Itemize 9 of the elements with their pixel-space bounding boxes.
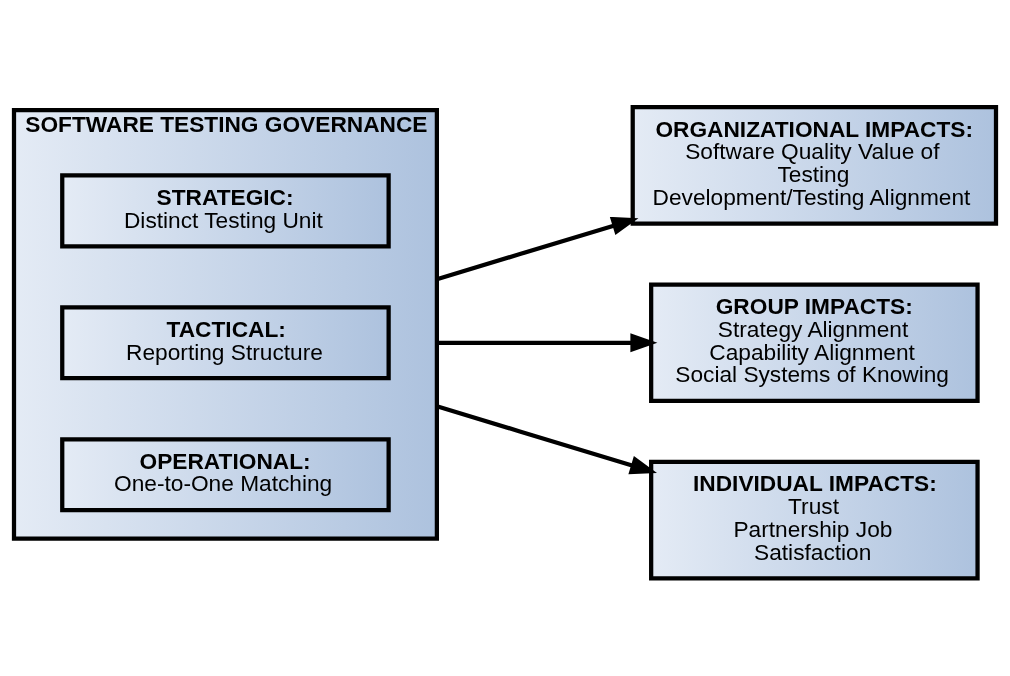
arrow <box>436 332 658 352</box>
node-box: ORGANIZATIONAL IMPACTS: Software Quality Value of Testing Development/Testing Alignment <box>630 104 999 226</box>
node-box: STRATEGIC: Distinct Testing Unit <box>60 172 391 248</box>
node-box: INDIVIDUAL IMPACTS: Trust Partnership Job Satisfaction <box>649 459 980 580</box>
node-box: GROUP IMPACTS: Strategy Alignment Capability Alignment Social Systems of Knowing <box>649 281 980 403</box>
node-box: TACTICAL: Reporting Structure <box>60 304 391 380</box>
arrow <box>436 403 657 474</box>
node-box: OPERATIONAL: One-to-One Matching <box>60 436 391 512</box>
arrow <box>436 216 639 281</box>
